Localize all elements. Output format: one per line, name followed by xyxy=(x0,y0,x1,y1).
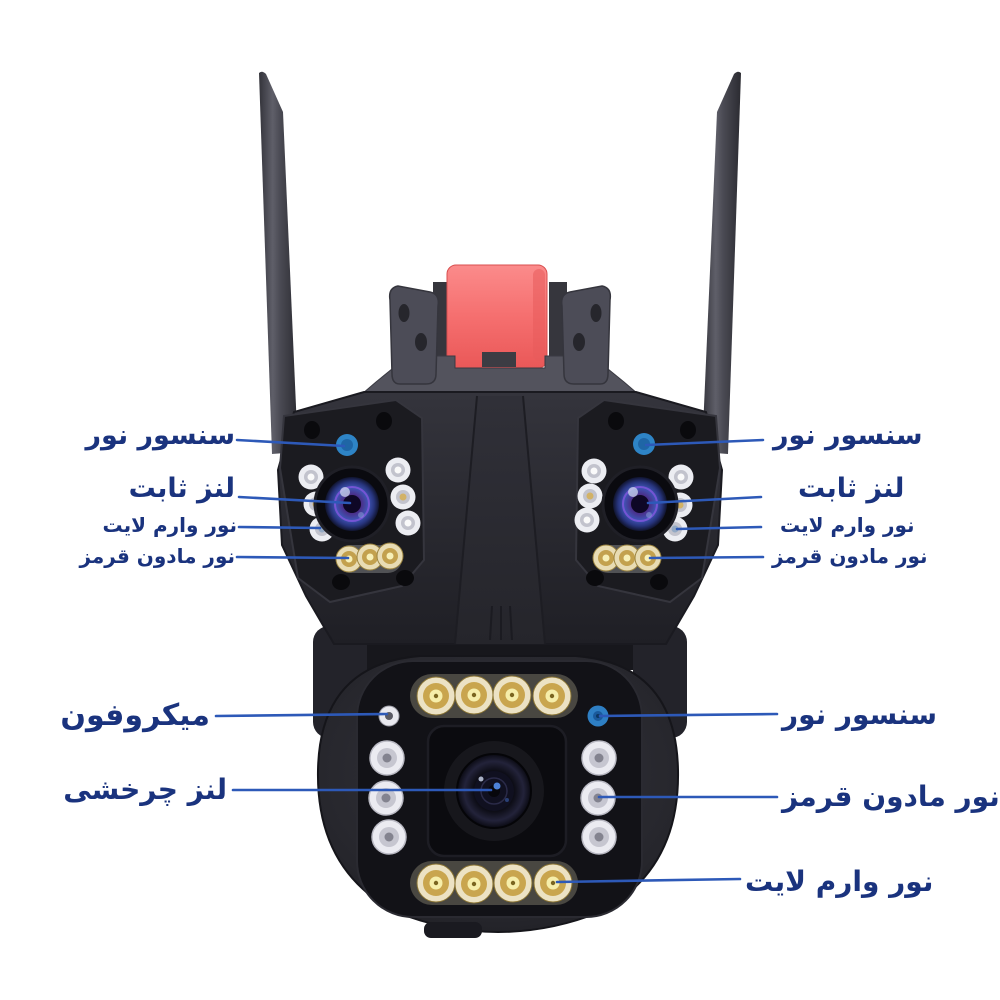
label-fixed-lens-left: لنز ثابت xyxy=(128,473,235,504)
antenna-right xyxy=(702,71,741,454)
dome-light-sensor xyxy=(587,705,609,727)
lens-module-left xyxy=(278,398,426,604)
fixed-lens-right xyxy=(601,465,679,543)
fixed-lens-left xyxy=(313,465,391,543)
label-ir-light-right: نور مادون قرمز xyxy=(772,544,928,568)
label-warm-light-bottom-right: نور وارم لایت xyxy=(745,865,934,898)
label-warm-light-left: نور وارم لایت xyxy=(102,513,237,537)
ptz-dome xyxy=(316,655,680,938)
ir-leds-right xyxy=(592,544,662,573)
dome-white-leds-left xyxy=(368,740,407,855)
body-center-ridge xyxy=(455,396,545,644)
rotating-lens xyxy=(426,724,568,858)
label-ir-light-left: نور مادون قرمز xyxy=(79,544,235,568)
label-warm-light-right: نور وارم لایت xyxy=(780,513,915,537)
mount-bracket xyxy=(360,264,640,395)
label-ir-light-bottom-right: نور مادون قرمز xyxy=(782,780,1000,813)
label-light-sensor-bottom-right: سنسور نور xyxy=(782,698,938,731)
mount-clamp-right xyxy=(560,285,612,385)
label-microphone: میکروفون xyxy=(60,698,210,733)
dome-warm-lights-top xyxy=(410,674,578,718)
antenna-left xyxy=(259,71,298,454)
warm-light-leds-right xyxy=(574,458,694,542)
leader-lines xyxy=(214,438,779,884)
label-light-sensor-top-right: سنسور نور xyxy=(773,420,923,451)
dome-warm-lights-bottom xyxy=(410,861,578,905)
label-light-sensor-top-left: سنسور نور xyxy=(85,420,235,451)
microphone-dot xyxy=(378,705,400,727)
lens-module-right xyxy=(574,398,722,604)
mount-clamp-left xyxy=(388,285,440,385)
label-fixed-lens-right: لنز ثابت xyxy=(798,473,905,504)
label-rotating-lens: لنز چرخشی xyxy=(63,773,227,806)
